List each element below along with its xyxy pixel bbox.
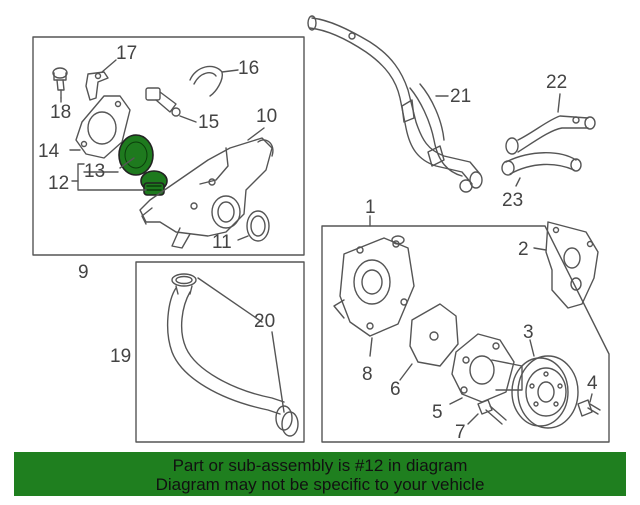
callout-18: 18: [50, 102, 71, 123]
pipe-23-icon: [501, 152, 582, 187]
callout-4: 4: [587, 373, 598, 394]
callout-17: 17: [116, 43, 137, 64]
pump-5-icon: [449, 333, 523, 405]
callout-22: 22: [546, 72, 567, 93]
thermostat-housing-10-icon: [139, 127, 274, 249]
housing-group-frame: [32, 36, 305, 256]
callout-13: 13: [84, 161, 105, 182]
gasket-11-icon: [237, 210, 270, 242]
callout-12: 12: [48, 173, 69, 194]
callout-19: 19: [110, 346, 131, 367]
sensor-15-icon: [145, 87, 197, 123]
pulley-3-icon: [511, 339, 579, 429]
hose-group-frame: [135, 261, 305, 443]
hose-19-icon: [167, 273, 299, 437]
callout-8: 8: [362, 364, 373, 385]
callout-21: 21: [450, 86, 471, 107]
gasket-2-icon: [533, 221, 599, 309]
info-banner: [14, 452, 626, 496]
bracket-17-icon: [85, 59, 117, 101]
callout-2: 2: [518, 239, 529, 260]
callout-3: 3: [523, 322, 534, 343]
callout-23: 23: [502, 190, 523, 211]
callout-9: 9: [78, 262, 89, 283]
callout-7: 7: [455, 422, 466, 443]
callout-16: 16: [238, 58, 259, 79]
callout-5: 5: [432, 402, 443, 423]
bolt-7-icon: [467, 399, 507, 425]
pipe-21-icon: [307, 15, 483, 193]
pipe-22-icon: [505, 93, 596, 155]
thermostat-12-icon: [140, 170, 168, 196]
flange-14-icon: [75, 95, 131, 159]
water-pump-group-frame: [321, 225, 610, 443]
clip-16-icon: [189, 65, 239, 97]
banner-line-1: Part or sub-assembly is #12 in diagram: [173, 456, 468, 475]
callout-6: 6: [390, 379, 401, 400]
bolt-4-icon: [577, 393, 601, 417]
pump-body-8-icon: [333, 235, 415, 357]
o-ring-13-icon: [118, 134, 154, 176]
callout-1: 1: [365, 197, 376, 218]
banner-line-2: Diagram may not be specific to your vehi…: [156, 475, 485, 494]
callout-20: 20: [254, 311, 275, 332]
callout-14: 14: [38, 141, 60, 162]
callout-10: 10: [256, 106, 277, 127]
callout-15: 15: [198, 112, 219, 133]
gasket-6-icon: [399, 303, 459, 381]
bolt-18-icon: [52, 67, 68, 99]
callout-11: 11: [212, 232, 232, 253]
